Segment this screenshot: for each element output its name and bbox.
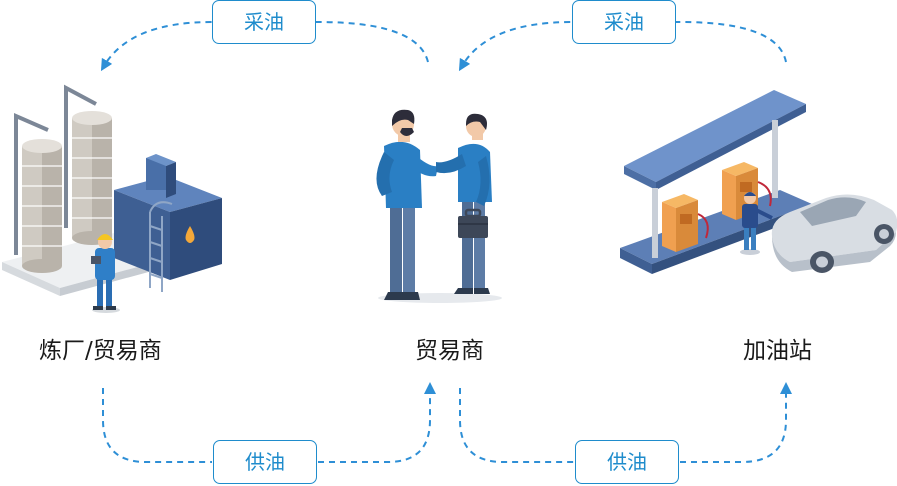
attendant-figure [740,192,773,255]
trader-man-right [436,113,492,294]
storage-tank-1 [22,139,62,273]
storage-tank-2 [72,111,112,245]
arrow-supply-right [459,388,786,463]
purchase-label-left: 采油 [212,0,316,44]
supply-label-left: 供油 [213,440,317,484]
traders-illustration [376,109,502,303]
arrow-purchase-right [458,21,787,72]
gas-station-illustration [620,90,897,274]
fuel-pump-1 [662,194,709,252]
refinery-illustration [2,84,222,313]
oil-drop-icon [185,226,195,243]
node-label-refinery: 炼厂/贸易商 [39,338,162,364]
gas-station-canopy [624,90,806,182]
refinery-building [114,154,222,292]
car-icon [771,194,897,273]
supply-label-right: 供油 [575,440,679,484]
briefcase-icon [458,208,488,238]
arrow-supply-left [102,388,430,463]
worker-figure [91,234,120,313]
node-label-trader: 贸易商 [415,338,484,364]
trader-man-left [376,109,446,300]
node-label-gas-station: 加油站 [743,338,812,364]
purchase-label-right: 采油 [572,0,676,44]
